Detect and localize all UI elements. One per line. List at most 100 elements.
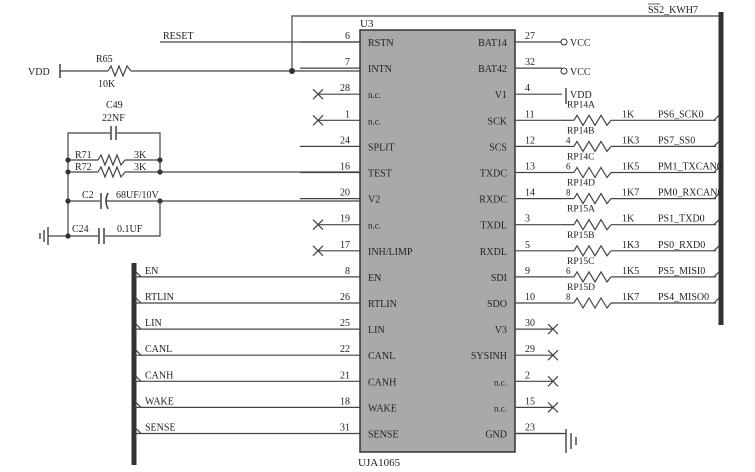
pin-number: 15 <box>525 396 535 407</box>
pin-name: BAT42 <box>478 64 507 75</box>
pin-right-2: 2n.c. <box>494 370 559 387</box>
bus-net-label: SENSE <box>145 423 176 434</box>
rpack-signal: PS5_MISI0 <box>658 266 705 277</box>
bus-net-label: LIN <box>145 318 162 329</box>
pin-left-28: 28n.c. <box>312 83 381 100</box>
bus-net-sense: SENSE <box>134 423 300 435</box>
rpack-ref: RP14C <box>567 153 594 163</box>
net-label-ss2-kwh7: SS2_KWH7 <box>648 5 698 16</box>
pin-number: 22 <box>340 344 350 355</box>
bus-net-canl: CANL <box>134 344 300 356</box>
pin-left-8: 8EN <box>300 266 381 284</box>
pin-number: 10 <box>525 292 535 303</box>
pin-name: V1 <box>495 90 507 101</box>
pin-name: n.c. <box>368 116 381 126</box>
pin-number: 23 <box>525 423 535 434</box>
pin-name: TEST <box>368 169 392 180</box>
bus-net-rtlin: RTLIN <box>134 292 300 304</box>
pin-number: 19 <box>340 214 350 225</box>
pin-number: 17 <box>340 240 350 251</box>
rpack-value: 1K7 <box>622 292 639 303</box>
pin-name: SPLIT <box>368 142 395 153</box>
r72-ref: R72 <box>75 162 92 173</box>
pin-name: INH/LIMP <box>368 247 413 258</box>
rpack-ref: RP15C <box>567 257 594 267</box>
r71-value: 3K <box>134 150 147 161</box>
net-label-reset: RESET <box>163 31 194 42</box>
c49-value: 22NF <box>102 113 125 124</box>
power-nets: VCC VCC VDD <box>560 38 592 104</box>
pin-number: 5 <box>525 240 530 251</box>
pin-name: SCK <box>488 116 508 127</box>
bus-net-label: RTLIN <box>145 292 174 303</box>
pin-number: 24 <box>340 135 350 146</box>
pin-number: 21 <box>340 370 350 381</box>
rpack-value: 1K5 <box>622 266 639 277</box>
rpack-value: 1K3 <box>622 240 639 251</box>
rpack-signal: PS7_SS0 <box>658 135 695 146</box>
pin-name: n.c. <box>368 221 381 231</box>
pin-right-4: 4V1 <box>495 83 562 101</box>
pin-name: SDI <box>491 273 507 284</box>
c2-ref: C2 <box>82 190 94 201</box>
pin-name: SDO <box>487 299 507 310</box>
bus-net-canh: CANH <box>134 370 300 382</box>
bus-net-lin: LIN <box>134 318 300 330</box>
pin-name: SENSE <box>368 430 399 441</box>
pin-number: 29 <box>525 344 535 355</box>
rpack-signal: PM0_RXCAN0 <box>658 188 722 199</box>
pin-number: 1 <box>345 109 350 120</box>
pin-number: 16 <box>340 162 350 173</box>
pin-number: 9 <box>525 266 530 277</box>
rpack-pin: 6 <box>566 266 571 276</box>
pin-name: SYSINH <box>471 351 507 362</box>
rpack-rp15b: RP15B 1K3 PS0_RXD0 <box>562 231 720 257</box>
pin-number: 12 <box>525 135 535 146</box>
pin-name: WAKE <box>368 403 397 414</box>
pin-number: 13 <box>525 162 535 173</box>
pin-name: V2 <box>368 195 380 206</box>
pin-number: 6 <box>345 31 350 42</box>
rpack-ref: RP15A <box>567 205 595 215</box>
pin-number: 20 <box>340 188 350 199</box>
pin-name: TXDL <box>480 221 507 232</box>
net-label-vcc-1: VCC <box>570 38 591 49</box>
rpack-ref: RP15B <box>567 231 594 241</box>
bus-net-wake: WAKE <box>134 396 300 408</box>
pin-name: n.c. <box>494 377 507 387</box>
chip-part-label: UJA1065 <box>358 457 401 469</box>
c2-value: 68UF/10V <box>116 190 160 201</box>
rpack-ref: RP15D <box>567 283 595 293</box>
pin-name: RTLIN <box>368 299 397 310</box>
rpack-signal: PS0_RXD0 <box>658 240 705 251</box>
pin-number: 8 <box>345 266 350 277</box>
rpack-value: 1K <box>622 109 635 120</box>
pin-name: EN <box>368 273 381 284</box>
net-label-vdd-left: VDD <box>28 67 50 78</box>
net-label-vcc-2: VCC <box>570 67 591 78</box>
pin-name: INTN <box>368 64 392 75</box>
pin-name: SCS <box>489 142 507 153</box>
c49-ref: C49 <box>106 100 123 111</box>
